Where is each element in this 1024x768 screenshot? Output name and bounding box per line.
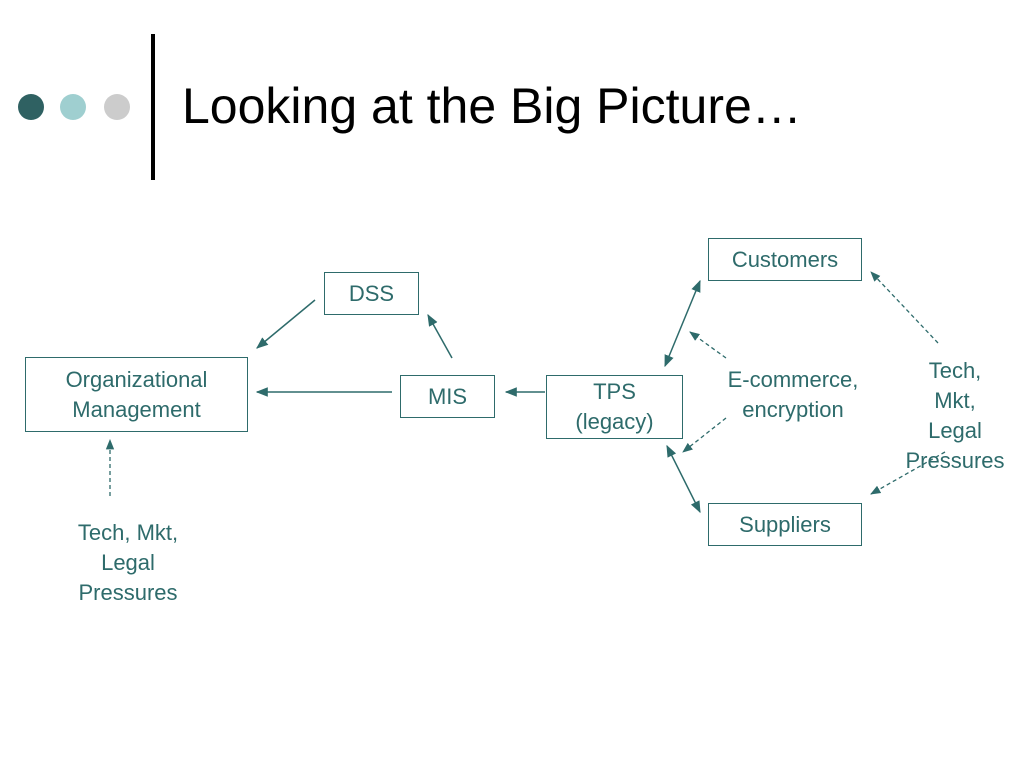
- node-customers: Customers: [708, 238, 862, 281]
- edge-mis-to-dss: [427, 313, 453, 359]
- edge-tps-suppliers: [666, 444, 701, 514]
- node-tps: TPS (legacy): [546, 375, 683, 439]
- node-mis: MIS: [400, 375, 495, 418]
- node-organizational-management: Organizational Management: [25, 357, 248, 432]
- edge-pressures-to-customers: [870, 271, 939, 344]
- bullet-dot-light: [60, 94, 86, 120]
- label-pressures-left: Tech, Mkt, Legal Pressures: [77, 520, 179, 605]
- edge-ecommerce-to-tps: [682, 417, 727, 453]
- title-divider: [151, 34, 155, 180]
- edge-pressures-to-suppliers: [870, 451, 946, 495]
- slide-title: Looking at the Big Picture…: [182, 78, 802, 134]
- edge-tps-customers: [664, 279, 701, 368]
- edge-ecommerce-to-link: [689, 331, 727, 359]
- label-ecommerce-encryption: E-commerce, encryption: [727, 367, 859, 422]
- label-pressures-right: Tech, Mkt, Legal Pressures: [905, 358, 1005, 473]
- bullet-dot-gray: [104, 94, 130, 120]
- edge-dss-to-org: [256, 299, 316, 349]
- node-suppliers: Suppliers: [708, 503, 862, 546]
- bullet-dot-dark: [18, 94, 44, 120]
- node-dss: DSS: [324, 272, 419, 315]
